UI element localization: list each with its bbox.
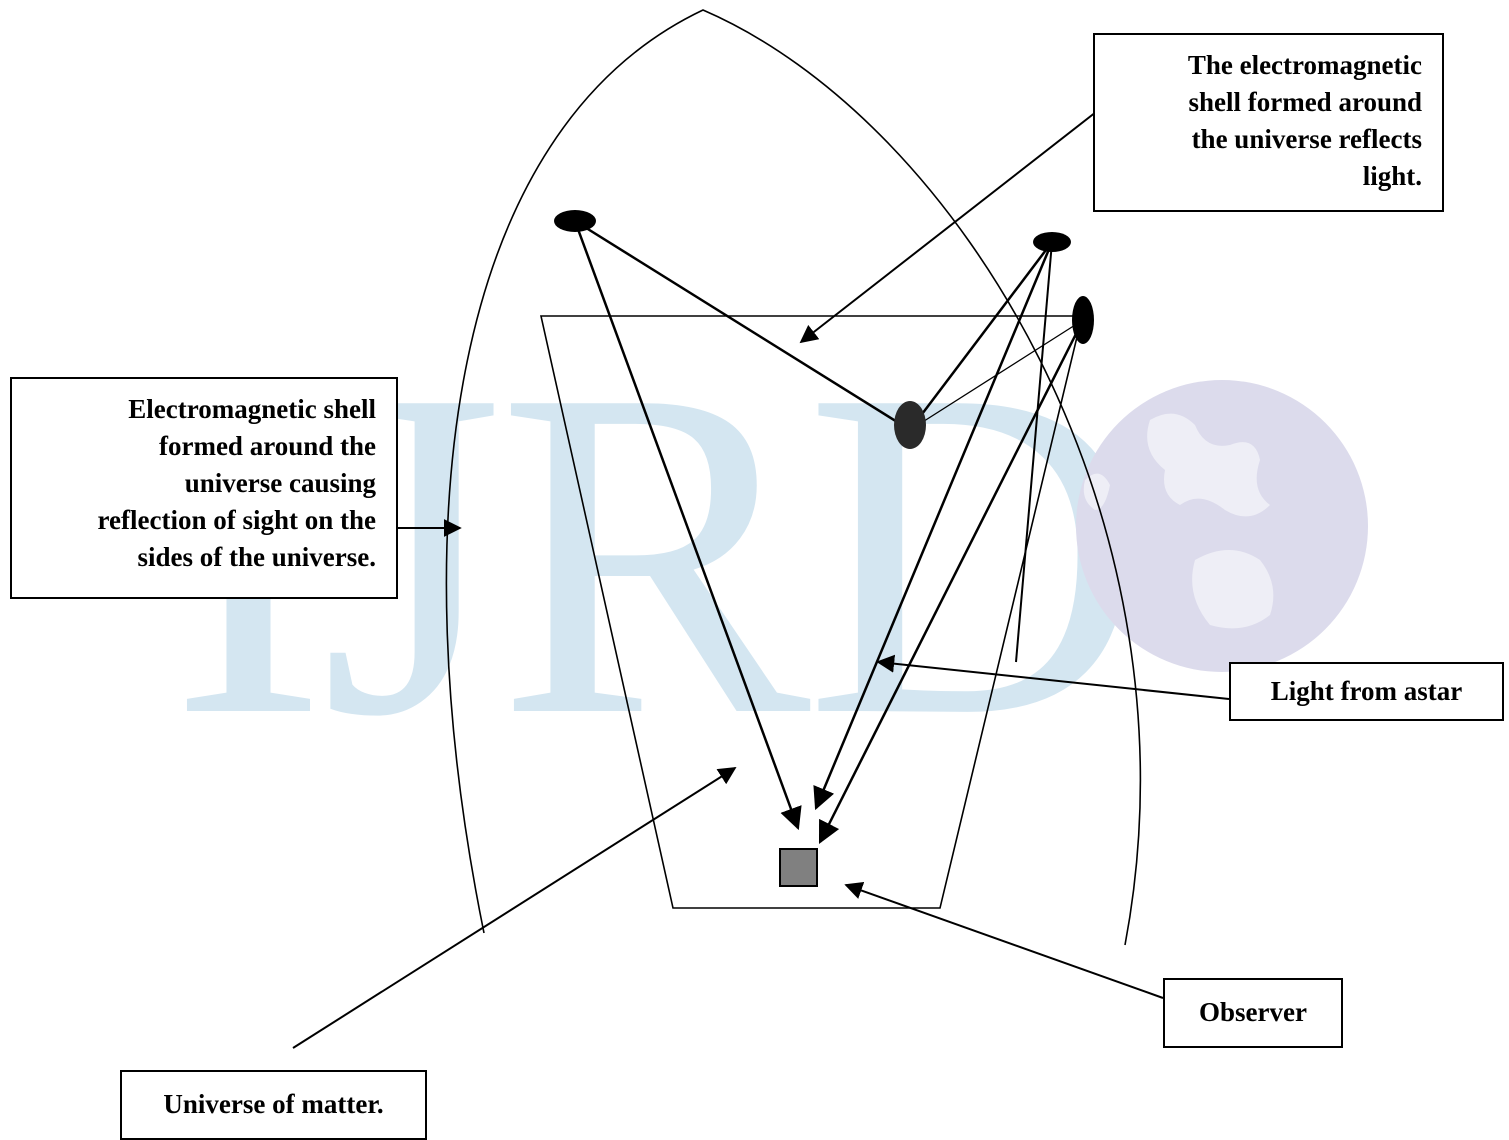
light-ray [909, 241, 1053, 431]
light-ray [1015, 241, 1053, 663]
light-ray [818, 319, 1085, 845]
electromagnetic-shell [445, 9, 1141, 946]
light-ray [574, 219, 911, 432]
universe-of-matter-label: Universe of matter. [120, 1070, 427, 1140]
light-ray [813, 241, 1054, 811]
observer-label: Observer [1163, 978, 1343, 1048]
shell-sides-label: Electromagnetic shell formed around the … [10, 377, 398, 599]
observer-arrow [844, 881, 1164, 999]
light-from-star-arrow [876, 654, 1230, 700]
light-from-star-label: Light from astar [1229, 662, 1504, 721]
star [1072, 296, 1094, 344]
shell-reflects-label: The electromagnetic shell formed around … [1093, 33, 1444, 212]
star [894, 401, 926, 449]
universe-of-matter-arrow [292, 767, 737, 1049]
globe-icon [1076, 380, 1368, 672]
star [554, 210, 596, 232]
observer-square [779, 848, 818, 887]
shell-reflects-arrow [799, 111, 1097, 344]
light-ray [573, 220, 802, 831]
universe-of-matter [540, 315, 1084, 909]
star [1033, 232, 1071, 252]
light-ray [909, 319, 1084, 431]
